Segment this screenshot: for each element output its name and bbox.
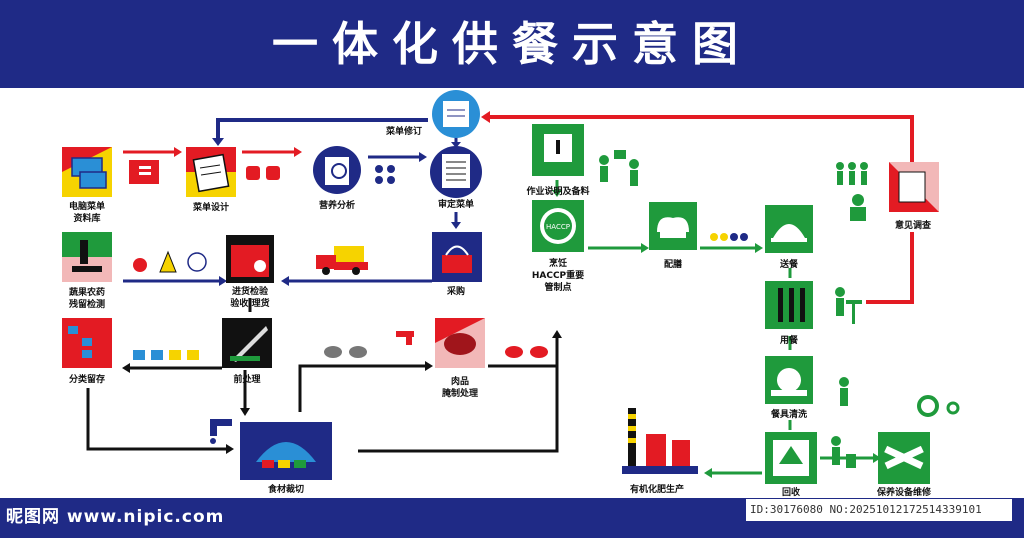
abcd-badge-icon [375, 165, 395, 184]
label-purchase: 采购 [446, 287, 466, 297]
image-id: ID:30176080 NO:20251012172514339101 [746, 499, 1012, 521]
gear-icon [917, 395, 960, 417]
dining-person-icon [835, 287, 862, 324]
label-haccp: 烹饪 HACCP重要 管制点 [531, 259, 585, 293]
label-dish-wash: 餐具清洗 [770, 410, 808, 420]
wrench-icon [878, 432, 930, 484]
label-cutting: 食材裁切 [267, 485, 305, 495]
label-menu-revise: 菜单修订 [385, 127, 423, 137]
menu-design-icon [186, 147, 236, 197]
label-dining: 用餐 [779, 336, 799, 346]
boxes-icon [133, 350, 199, 360]
incoming-inspection-icon [226, 235, 274, 283]
menu-review-icon [430, 146, 482, 198]
label-recycle: 回收 [781, 488, 801, 498]
label-pesticide: 蔬果农药 残留检测 [68, 288, 106, 310]
label-maintenance: 保养设备维修 [876, 488, 932, 498]
haccp-icon [532, 200, 584, 252]
staff-icon [599, 150, 639, 186]
label-plating: 配膳 [663, 260, 683, 270]
header-bar [0, 0, 1024, 88]
meat-chunks-icon [324, 346, 548, 358]
watermark: 昵图网 www.nipic.com [6, 507, 225, 527]
utensils-icon [765, 281, 813, 329]
dish-wash-icon [765, 356, 813, 404]
label-nutrition: 营养分析 [318, 201, 356, 211]
knife-icon [222, 318, 272, 368]
work-instruction-icon [532, 124, 584, 176]
faucet-icon [210, 419, 232, 444]
chef-hat-icon [649, 202, 697, 250]
label-delivery: 送餐 [779, 260, 799, 270]
computer-menu-icon [62, 147, 112, 197]
food-cutting-icon [240, 422, 332, 480]
meat-processing-icon [435, 318, 485, 368]
book-icon [129, 160, 159, 184]
survey-people-icon [836, 162, 868, 221]
label-survey: 意见调查 [894, 221, 932, 231]
page-title: 一体化供餐示意图 [272, 17, 752, 71]
shopping-basket-icon [432, 232, 482, 282]
arrow-survey-to-revise [488, 115, 914, 172]
label-computer-menu: 电脑菜单 资料库 [68, 202, 105, 224]
label-work-brief: 作业说明及备料 [526, 187, 590, 197]
lab-flask-icon [133, 250, 207, 273]
label-incoming: 进货检验 验收/理货 [230, 287, 270, 309]
food-cloche-icon [765, 205, 813, 253]
label-classify: 分类留存 [68, 375, 106, 385]
survey-form-icon [889, 162, 939, 212]
haccp-badge-text: HACCP [546, 223, 570, 231]
faucet-red-icon [396, 331, 414, 345]
factory-icon [622, 408, 698, 474]
washing-person-icon [839, 377, 849, 406]
microscope-icon [62, 232, 112, 282]
classify-storage-icon [62, 318, 112, 368]
truck-icon [316, 246, 368, 275]
recycle-icon [765, 432, 817, 484]
label-menu-design: 菜单设计 [192, 203, 230, 213]
dishes-dots-icon [710, 233, 748, 241]
label-menu-review: 审定菜单 [437, 200, 475, 210]
nutrition-analysis-icon [313, 146, 361, 194]
label-fertilizer: 有机化肥生产 [629, 485, 685, 495]
label-meat: 肉品 腌制处理 [441, 377, 479, 399]
recycle-person-icon [831, 436, 856, 468]
arrow-revise-to-design [216, 118, 428, 140]
label-preprocess: 前处理 [233, 375, 261, 385]
thumbs-up-icon [246, 166, 280, 180]
arrow-dining-to-survey [866, 232, 914, 304]
menu-revise-icon [432, 90, 480, 138]
